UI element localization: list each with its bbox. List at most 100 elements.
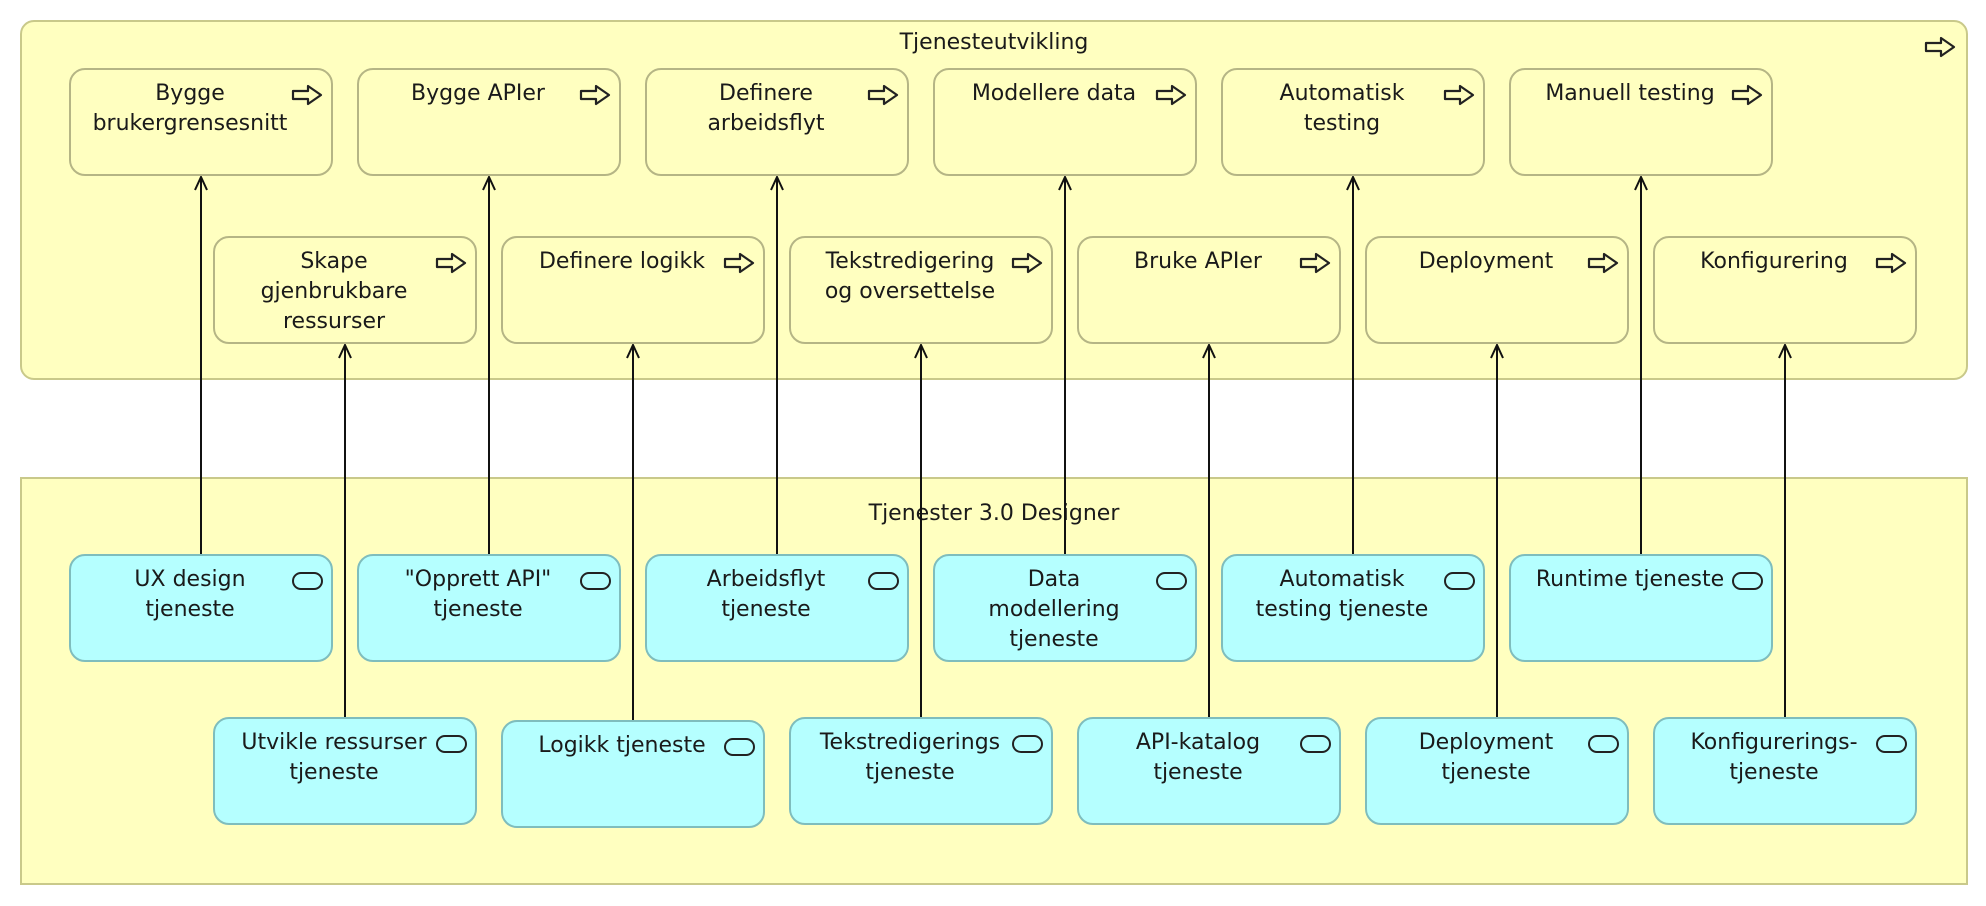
- service-label: Arbeidsflyt tjeneste: [706, 567, 826, 622]
- service-label: Data modellering tjeneste: [988, 567, 1120, 652]
- service-label: Deployment tjeneste: [1418, 730, 1554, 785]
- relation-s7-p7[interactable]: [338, 342, 352, 717]
- service-pill-icon: [1156, 572, 1187, 590]
- process-label: Tekstredigering og oversettelse: [824, 249, 996, 304]
- service-pill-icon: [1732, 572, 1763, 590]
- relation-s6-p6[interactable]: [1634, 174, 1648, 554]
- service-konfigurerings[interactable]: Konfigurerings- tjeneste: [1653, 717, 1917, 825]
- arrowhead-icon: [626, 342, 640, 359]
- process-label: Manuell testing: [1545, 81, 1715, 106]
- process-arrow-icon: [435, 252, 467, 274]
- process-bruke-apier[interactable]: Bruke APIer: [1077, 236, 1341, 344]
- arrowhead-icon: [1490, 342, 1504, 359]
- group-title-designer: Tjenester 3.0 Designer: [868, 501, 1120, 526]
- relation-s11-p11[interactable]: [1490, 342, 1504, 717]
- process-modellere-data[interactable]: Modellere data: [933, 68, 1197, 176]
- service-runtime[interactable]: Runtime tjeneste: [1509, 554, 1773, 662]
- service-label: UX design tjeneste: [134, 567, 246, 622]
- service-label: API-katalog tjeneste: [1135, 730, 1261, 785]
- service-opprett-api[interactable]: "Opprett API" tjeneste: [357, 554, 621, 662]
- process-label: Bruke APIer: [1134, 249, 1262, 274]
- process-definere-arbeidsflyt[interactable]: Definere arbeidsflyt: [645, 68, 909, 176]
- service-pill-icon: [1588, 735, 1619, 753]
- arrowhead-icon: [1346, 174, 1360, 191]
- arrowhead-icon: [482, 174, 496, 191]
- service-label: "Opprett API" tjeneste: [404, 567, 552, 622]
- process-tekstredigering-og-oversettelse[interactable]: Tekstredigering og oversettelse: [789, 236, 1053, 344]
- relation-s8-p8[interactable]: [626, 342, 640, 720]
- arrowhead-icon: [194, 174, 208, 191]
- process-label: Deployment: [1418, 249, 1554, 274]
- service-pill-icon: [724, 738, 755, 756]
- service-data-modellering[interactable]: Data modellering tjeneste: [933, 554, 1197, 662]
- process-label: Definere logikk: [538, 249, 706, 274]
- relation-s3-p3[interactable]: [770, 174, 784, 554]
- process-automatisk-testing[interactable]: Automatisk testing: [1221, 68, 1485, 176]
- service-pill-icon: [580, 572, 611, 590]
- service-label: Utvikle ressurser tjeneste: [241, 730, 427, 785]
- process-arrow-icon: [1299, 252, 1331, 274]
- service-tekstredigerings[interactable]: Tekstredigerings tjeneste: [789, 717, 1053, 825]
- process-label: Definere arbeidsflyt: [707, 81, 825, 136]
- service-label: Runtime tjeneste: [1535, 567, 1725, 592]
- process-arrow-icon: [867, 84, 899, 106]
- service-pill-icon: [436, 735, 467, 753]
- service-logikk[interactable]: Logikk tjeneste: [501, 720, 765, 828]
- service-label: Logikk tjeneste: [538, 733, 706, 758]
- process-arrow-icon: [723, 252, 755, 274]
- service-pill-icon: [1300, 735, 1331, 753]
- process-label: Skape gjenbrukbare ressurser: [260, 249, 408, 334]
- service-label: Konfigurerings- tjeneste: [1690, 730, 1858, 785]
- process-definere-logikk[interactable]: Definere logikk: [501, 236, 765, 344]
- service-pill-icon: [1444, 572, 1475, 590]
- arrowhead-icon: [1778, 342, 1792, 359]
- process-label: Konfigurering: [1700, 249, 1848, 274]
- service-ux-design[interactable]: UX design tjeneste: [69, 554, 333, 662]
- process-label: Bygge APIer: [411, 81, 545, 106]
- relation-s2-p2[interactable]: [482, 174, 496, 554]
- process-arrow-icon: [1443, 84, 1475, 106]
- service-deployment[interactable]: Deployment tjeneste: [1365, 717, 1629, 825]
- relation-s12-p12[interactable]: [1778, 342, 1792, 717]
- service-pill-icon: [1876, 735, 1907, 753]
- relation-s1-p1[interactable]: [194, 174, 208, 554]
- process-arrow-icon: [291, 84, 323, 106]
- service-pill-icon: [868, 572, 899, 590]
- arrowhead-icon: [1058, 174, 1072, 191]
- process-deployment[interactable]: Deployment: [1365, 236, 1629, 344]
- relation-s5-p5[interactable]: [1346, 174, 1360, 554]
- process-label: Bygge brukergrensesnitt: [92, 81, 288, 136]
- relation-s10-p10[interactable]: [1202, 342, 1216, 717]
- process-konfigurering[interactable]: Konfigurering: [1653, 236, 1917, 344]
- process-arrow-icon: [1875, 252, 1907, 274]
- service-label: Tekstredigerings tjeneste: [819, 730, 1001, 785]
- process-arrow-icon: [1011, 252, 1043, 274]
- arrowhead-icon: [338, 342, 352, 359]
- group-title-tjenesteutvikling: Tjenesteutvikling: [899, 30, 1089, 55]
- process-arrow-icon: [1155, 84, 1187, 106]
- arrowhead-icon: [1202, 342, 1216, 359]
- service-arbeidsflyt[interactable]: Arbeidsflyt tjeneste: [645, 554, 909, 662]
- process-bygge-brukergrensesnitt[interactable]: Bygge brukergrensesnitt: [69, 68, 333, 176]
- process-arrow-icon: [1587, 252, 1619, 274]
- process-manuell-testing[interactable]: Manuell testing: [1509, 68, 1773, 176]
- process-bygge-apier[interactable]: Bygge APIer: [357, 68, 621, 176]
- process-arrow-icon: [1731, 84, 1763, 106]
- arrowhead-icon: [914, 342, 928, 359]
- service-api-katalog[interactable]: API-katalog tjeneste: [1077, 717, 1341, 825]
- process-skape-gjenbrukbare-ressurser[interactable]: Skape gjenbrukbare ressurser: [213, 236, 477, 344]
- service-utvikle-ressurser[interactable]: Utvikle ressurser tjeneste: [213, 717, 477, 825]
- process-arrow-icon: [579, 84, 611, 106]
- service-pill-icon: [1012, 735, 1043, 753]
- arrowhead-icon: [1634, 174, 1648, 191]
- process-arrow-icon: [1924, 36, 1956, 58]
- service-automatisk-testing[interactable]: Automatisk testing tjeneste: [1221, 554, 1485, 662]
- relation-s9-p9[interactable]: [914, 342, 928, 717]
- relation-s4-p4[interactable]: [1058, 174, 1072, 554]
- arrowhead-icon: [770, 174, 784, 191]
- service-pill-icon: [292, 572, 323, 590]
- service-label: Automatisk testing tjeneste: [1255, 567, 1429, 622]
- process-label: Modellere data: [971, 81, 1137, 106]
